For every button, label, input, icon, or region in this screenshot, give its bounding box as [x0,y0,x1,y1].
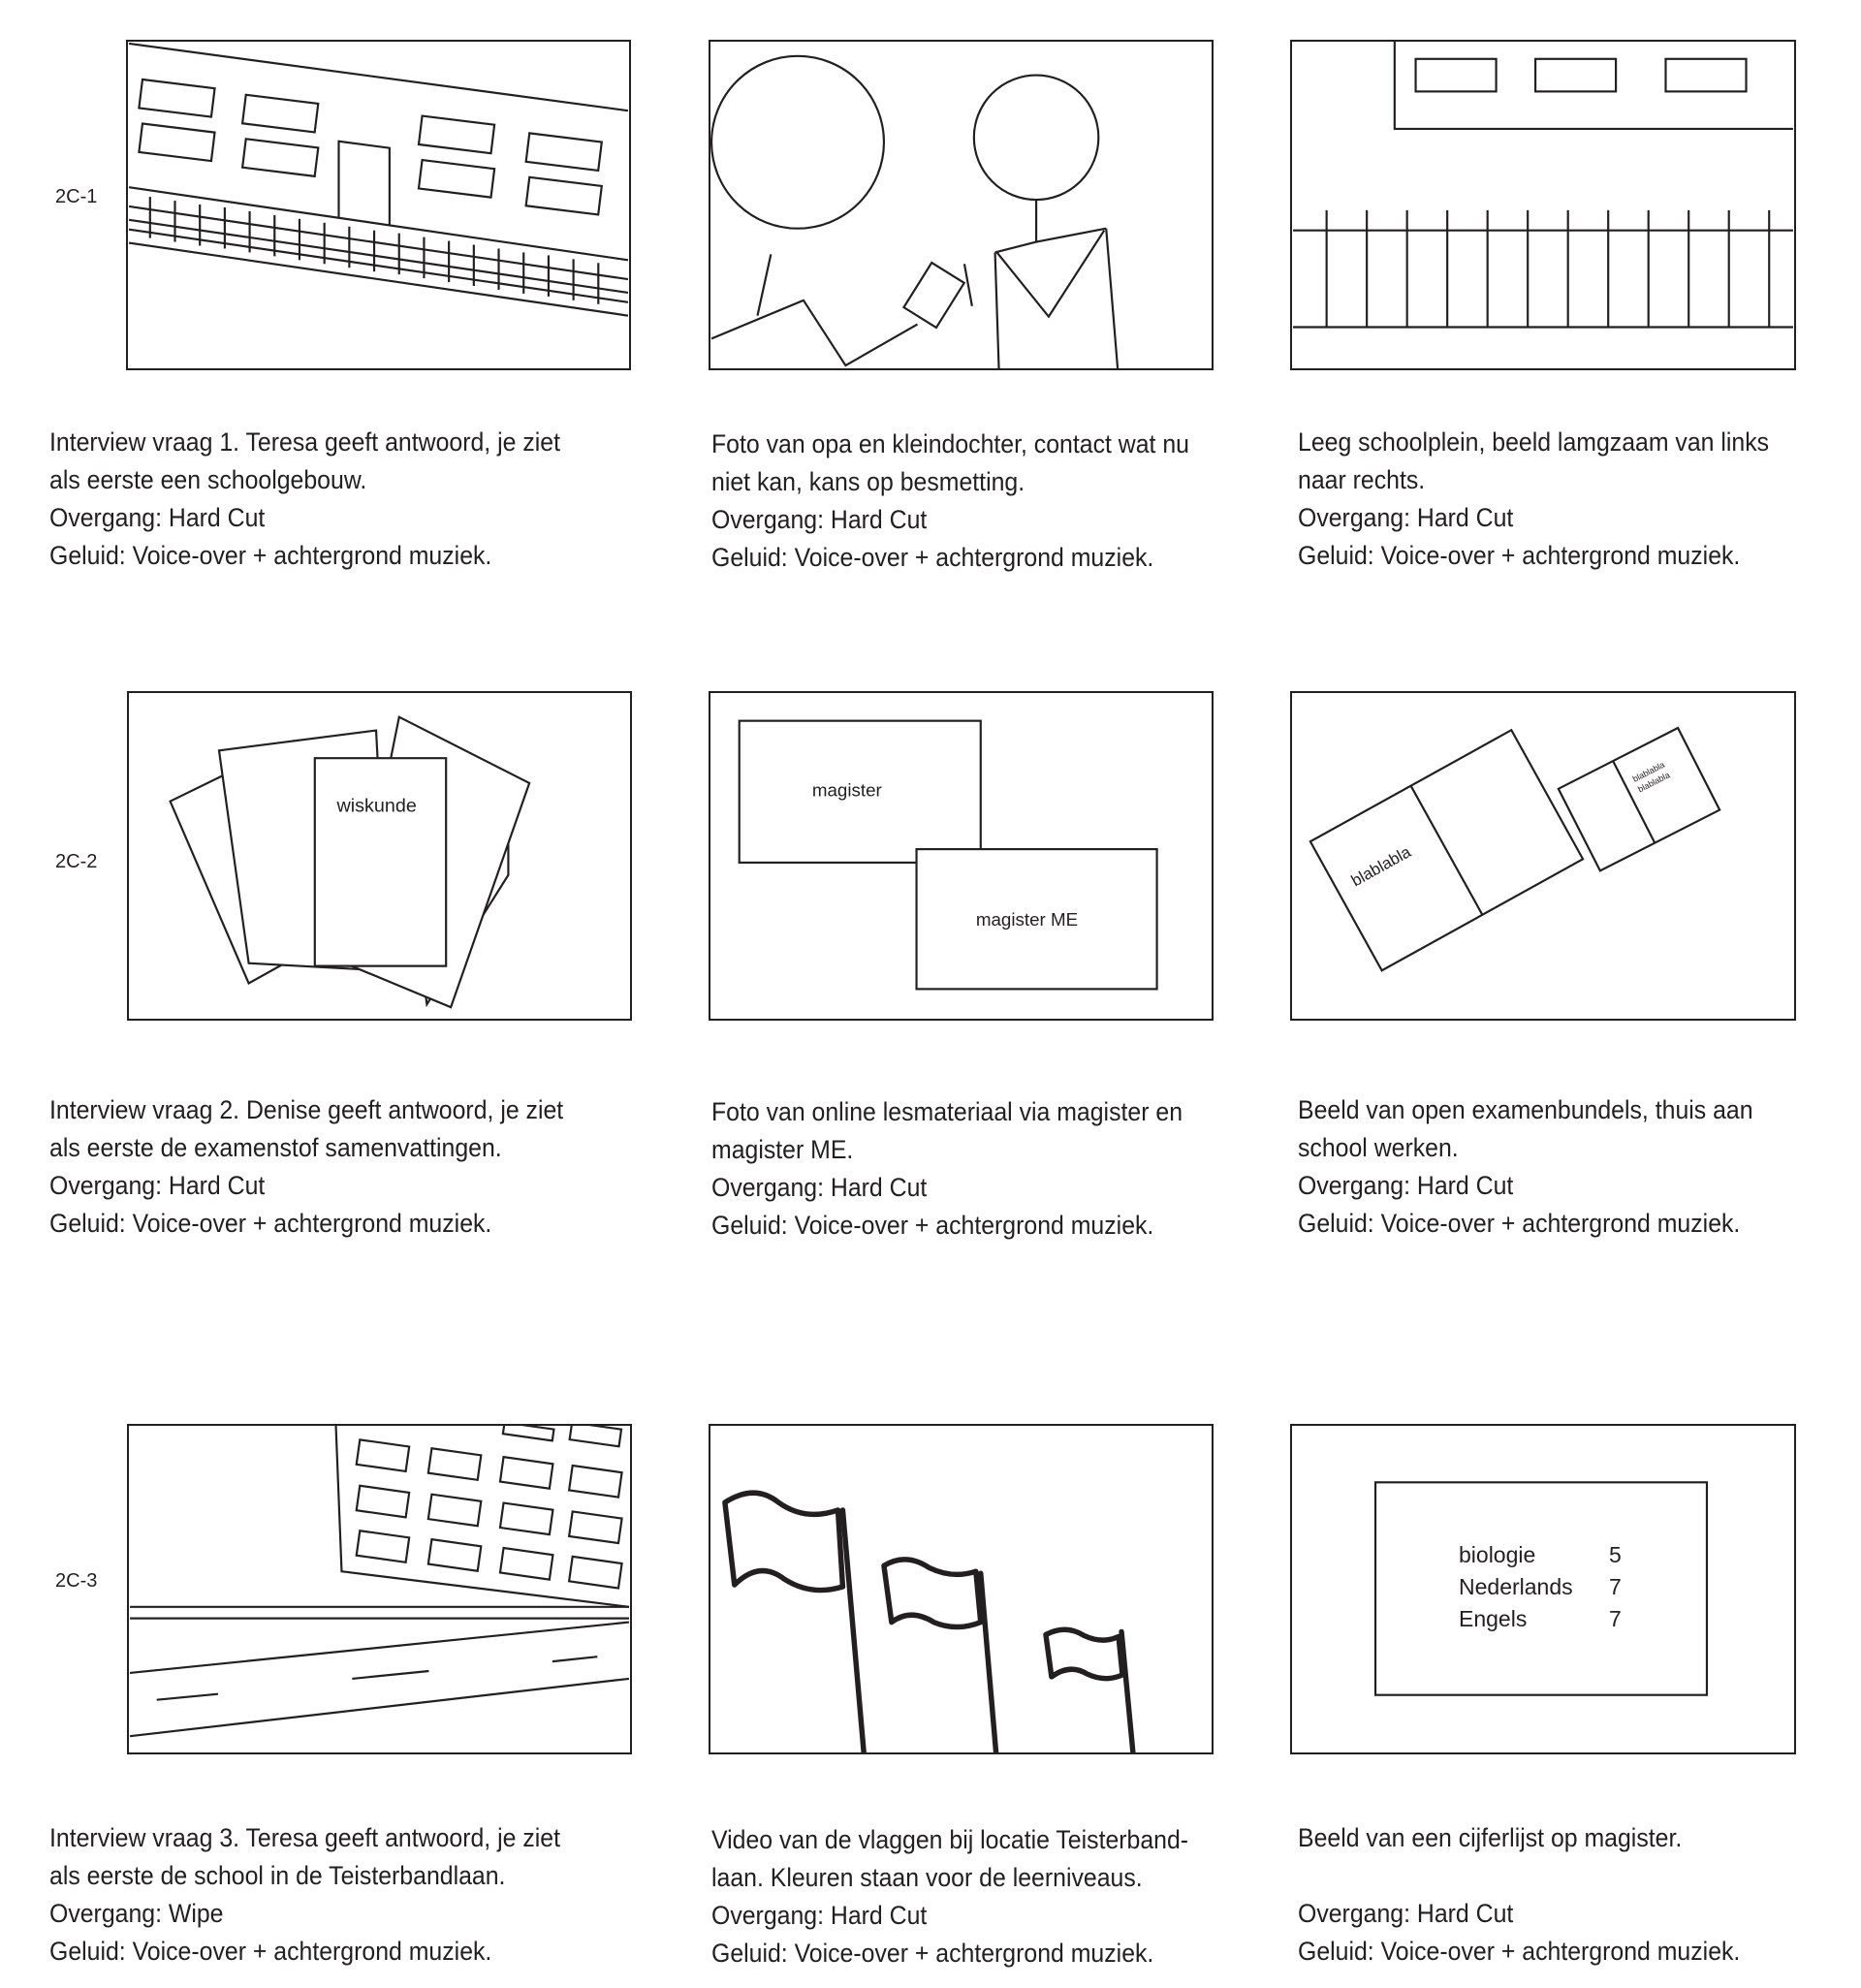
caption-2C-1-empty-schoolyard: Leeg schoolplein, beeld lamgzaam van lin… [1298,424,1769,575]
caption-line: niet kan, kans op besmetting. [711,463,1189,501]
caption-line: laan. Kleuren staan voor de leerniveaus. [711,1859,1188,1897]
caption-line: Interview vraag 2. Denise geeft antwoord… [49,1091,563,1129]
caption-line: Overgang: Hard Cut [711,1897,1188,1935]
caption-line: Geluid: Voice-over + achtergrond muziek. [49,1205,563,1243]
grade-value: 5 [1609,1539,1622,1571]
storyboard-frame-grandpa-photo [709,40,1214,370]
caption-line: Overgang: Hard Cut [1298,1167,1753,1205]
row-label: 2C-3 [55,1570,97,1593]
magister-screen-label: magister [812,780,882,801]
caption-2C-2-exam-summaries: Interview vraag 2. Denise geeft antwoord… [49,1091,563,1243]
grade-value: 7 [1609,1603,1622,1635]
caption-line: Foto van online lesmateriaal via magiste… [711,1093,1183,1131]
grade-value: 7 [1609,1571,1622,1603]
empty-schoolyard-drawing [1292,42,1794,368]
caption-2C-2-exam-booklets: Beeld van open examenbundels, thuis aan … [1298,1091,1753,1243]
caption-line: Geluid: Voice-over + achtergrond muziek. [711,1207,1183,1245]
caption-line: Overgang: Hard Cut [49,499,560,537]
caption-line: Beeld van een cijferlijst op magister. [1298,1819,1740,1857]
caption-line: Geluid: Voice-over + achtergrond muziek. [711,1935,1188,1972]
grandpa-granddaughter-drawing [710,42,1212,368]
caption-line: Geluid: Voice-over + achtergrond muziek. [1298,537,1769,575]
summary-subject-label: wiskunde [336,796,417,817]
storyboard-frame-school-building [126,40,631,370]
caption-line: magister ME. [711,1131,1183,1169]
caption-2C-3-grade-list: Beeld van een cijferlijst op magister. O… [1298,1819,1740,1971]
storyboard-frame-open-exam-booklets: blablabla blablabla blablabla [1290,691,1796,1021]
caption-line: Video van de vlaggen bij locatie Teister… [711,1821,1188,1859]
caption-line: Overgang: Hard Cut [711,501,1189,539]
caption-line: als eerste de school in de Teisterbandla… [49,1857,560,1895]
caption-line: als eerste een schoolgebouw. [49,461,560,499]
exam-summaries-drawing: wiskunde [129,693,630,1019]
storyboard-frame-school-street [127,1424,632,1754]
caption-line: Geluid: Voice-over + achtergrond muziek. [49,537,560,575]
caption-line: Geluid: Voice-over + achtergrond muziek. [1298,1933,1740,1971]
caption-line: naar rechts. [1298,461,1769,499]
storyboard-frame-empty-schoolyard [1290,40,1796,370]
caption-line: Overgang: Hard Cut [1298,1895,1740,1933]
storyboard-frame-magister-screens: magister magister ME [709,691,1214,1021]
caption-line: Foto van opa en kleindochter, contact wa… [711,426,1189,463]
flags-drawing [710,1426,1212,1752]
caption-line: Overgang: Hard Cut [711,1169,1183,1207]
magister-me-screen-label: magister ME [976,909,1078,930]
caption-line: Geluid: Voice-over + achtergrond muziek. [49,1933,560,1971]
caption-2C-2-magister: Foto van online lesmateriaal via magiste… [711,1093,1183,1245]
caption-line: Interview vraag 1. Teresa geeft antwoord… [49,424,560,461]
school-street-drawing [129,1426,630,1752]
caption-2C-1-school-building: Interview vraag 1. Teresa geeft antwoord… [49,424,560,575]
school-building-drawing [128,42,629,368]
caption-line: Overgang: Hard Cut [49,1167,563,1205]
row-label: 2C-1 [55,186,97,208]
caption-line: Geluid: Voice-over + achtergrond muziek. [711,539,1189,577]
grade-subject: biologie [1459,1539,1609,1571]
caption-line: Geluid: Voice-over + achtergrond muziek. [1298,1205,1753,1243]
magister-screens-drawing: magister magister ME [710,693,1212,1019]
storyboard-frame-exam-summaries: wiskunde [127,691,632,1021]
caption-line: Leeg schoolplein, beeld lamgzaam van lin… [1298,424,1769,461]
open-exam-booklets-drawing: blablabla blablabla blablabla [1292,693,1794,1019]
caption-line: als eerste de examenstof samenvattingen. [49,1129,563,1167]
grade-subject: Engels [1459,1603,1609,1635]
caption-2C-1-grandpa-photo: Foto van opa en kleindochter, contact wa… [711,426,1189,577]
caption-2C-3-school-street: Interview vraag 3. Teresa geeft antwoord… [49,1819,560,1971]
caption-line: school werken. [1298,1129,1753,1167]
caption-line: Interview vraag 3. Teresa geeft antwoord… [49,1819,560,1857]
caption-line: Overgang: Wipe [49,1895,560,1933]
caption-line: Beeld van open examenbundels, thuis aan [1298,1091,1753,1129]
caption-2C-3-flags: Video van de vlaggen bij locatie Teister… [711,1821,1188,1972]
storyboard-frame-flags [709,1424,1214,1754]
grade-subject: Nederlands [1459,1571,1609,1603]
row-label: 2C-2 [55,851,97,873]
caption-line [1298,1857,1740,1895]
caption-line: Overgang: Hard Cut [1298,499,1769,537]
